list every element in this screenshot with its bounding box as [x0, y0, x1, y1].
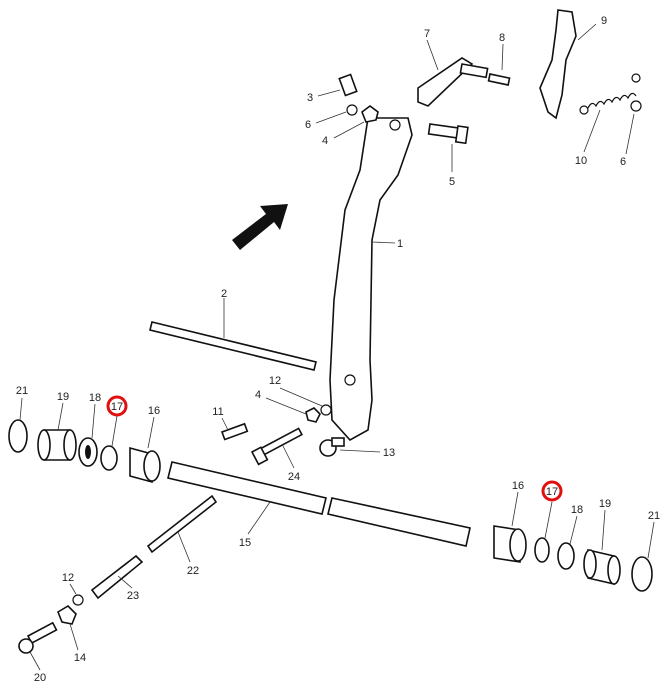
- label-3: 3: [307, 92, 313, 104]
- direction-arrow-icon: [232, 204, 288, 250]
- label-22: 22: [187, 565, 199, 577]
- label-17: 17: [111, 401, 123, 413]
- part-bolt-11: [220, 417, 249, 441]
- label-4: 4: [322, 135, 328, 147]
- label-24: 24: [288, 471, 300, 483]
- part-cap-21b: [631, 521, 655, 592]
- part-pawl-9: [539, 9, 597, 120]
- label-12: 12: [62, 572, 74, 584]
- part-bolt-20: [18, 621, 58, 671]
- part-ring-17a: [100, 415, 118, 471]
- label-12: 12: [269, 375, 281, 387]
- callout-labels: 1 2 3 4 4 5 6 6 7 8 9 10 11 12 12 13 14 …: [16, 15, 660, 684]
- label-8: 8: [499, 32, 505, 44]
- part-pin-8: [487, 43, 511, 86]
- part-cap-21a: [8, 397, 28, 453]
- label-9: 9: [601, 15, 607, 27]
- part-lever-arm: [329, 117, 413, 442]
- part-clip-6b: [625, 100, 642, 155]
- part-bushing-19b: [583, 509, 621, 586]
- part-seal-18a: [78, 403, 98, 467]
- label-4: 4: [255, 389, 261, 401]
- label-18: 18: [89, 392, 101, 404]
- label-16: 16: [148, 405, 160, 417]
- part-bolt-24: [250, 427, 303, 469]
- part-bushing-16b: [493, 491, 527, 563]
- part-seal-18b: [557, 515, 578, 570]
- label-11: 11: [212, 406, 223, 418]
- label-10: 10: [575, 155, 587, 167]
- label-5: 5: [449, 176, 455, 188]
- label-6: 6: [305, 119, 311, 131]
- part-bolt-5: [427, 123, 469, 172]
- label-18: 18: [571, 504, 583, 516]
- label-6: 6: [620, 156, 626, 168]
- part-nut-4: [333, 105, 379, 139]
- label-19: 19: [599, 498, 611, 510]
- label-16: 16: [512, 480, 524, 492]
- part-pin-23: [90, 554, 144, 600]
- part-rod-22: [146, 494, 218, 563]
- highlight-ring-17a: [106, 395, 128, 417]
- label-23: 23: [127, 590, 139, 602]
- label-15: 15: [239, 537, 251, 549]
- part-washer-12: [279, 387, 332, 416]
- label-13: 13: [383, 447, 395, 459]
- label-17: 17: [546, 486, 558, 498]
- part-ring-17b: [534, 501, 553, 563]
- part-pin-13: [319, 437, 381, 457]
- part-washer-12b: [69, 583, 84, 606]
- part-bushing-19a: [37, 402, 77, 461]
- part-spring-pin-3: [317, 73, 358, 97]
- part-clip-6: [315, 104, 358, 124]
- label-21: 21: [648, 510, 660, 522]
- part-spring-10: [579, 73, 641, 153]
- part-nut-14: [57, 604, 79, 651]
- label-20: 20: [34, 672, 46, 684]
- highlight-ring-17b: [541, 480, 563, 502]
- label-14: 14: [74, 652, 86, 664]
- part-plate-7: [417, 39, 489, 107]
- label-19: 19: [57, 391, 69, 403]
- part-nut-4b: [265, 397, 321, 423]
- part-rod-2: [149, 298, 317, 371]
- part-shaft-15: [167, 461, 471, 547]
- label-2: 2: [221, 288, 227, 300]
- part-bushing-16a: [129, 416, 161, 484]
- label-7: 7: [424, 28, 430, 40]
- label-21: 21: [16, 385, 28, 397]
- label-1: 1: [397, 238, 403, 250]
